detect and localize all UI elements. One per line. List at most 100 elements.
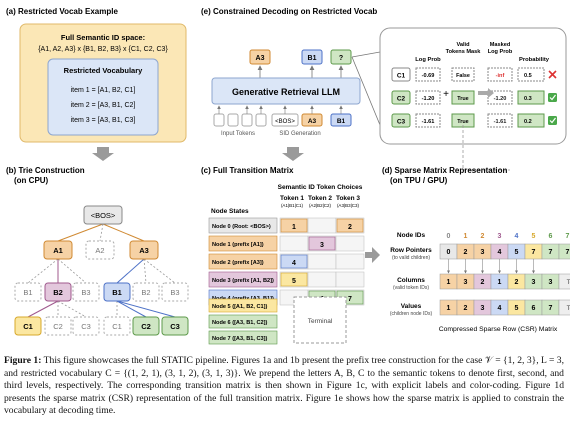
value-value: 2	[464, 305, 468, 312]
plus-icon: +	[443, 89, 449, 100]
transition-row: Node 6 ([A3, B1, C2])	[208, 314, 278, 329]
row-pointer-value: 5	[515, 249, 519, 256]
row-pointers-sub: (to valid children)	[392, 255, 430, 261]
panel-c-title: (c) Full Transition Matrix	[201, 166, 294, 175]
row-group-label: Node States	[211, 208, 249, 215]
column-value: 1	[447, 279, 451, 286]
matrix-cell	[307, 253, 337, 270]
input-token	[255, 113, 267, 127]
token-header: Token 1	[280, 195, 304, 202]
mask-cell	[451, 67, 475, 82]
prob-cell	[517, 90, 545, 105]
token-header-sub: (A2|B2|C2)	[309, 203, 332, 208]
row-label-box	[208, 217, 278, 234]
row-label: Node 2 (prefix [A3])	[212, 260, 264, 266]
columns-label: Columns	[397, 277, 425, 284]
csr-footer: Compressed Sparse Row (CSR) Matrix	[439, 326, 558, 333]
matrix-cell-value: 2	[348, 224, 352, 231]
candidate-token-label: C2	[397, 96, 406, 103]
matrix-cell-value: 7	[348, 296, 352, 303]
row-pointer-value: 0	[447, 249, 451, 256]
row-label-box	[208, 235, 278, 252]
cross-icon	[548, 70, 557, 79]
sid-generation-label: SID Generation	[279, 131, 320, 137]
trie-root-node	[83, 205, 123, 225]
terminal-cell	[558, 299, 570, 316]
token-headers: Token 1 (A1|B1|C1) Token 2 (A2|B2|C2) To…	[280, 195, 360, 208]
column-value: 3	[464, 279, 468, 286]
trie-node-label: A1	[53, 246, 63, 255]
trie-node-b2	[44, 282, 72, 302]
value-value: 1	[447, 305, 451, 312]
terminal-cell-label: Terminal	[567, 306, 570, 312]
transition-row: Node 2 (prefix [A3])	[208, 253, 278, 270]
transition-row: Node 1 (prefix [A1])	[208, 235, 278, 252]
row-label: Node 0 (Root: <BOS>)	[212, 224, 271, 230]
zoom-connector	[351, 51, 381, 58]
trie-node-label: B2	[53, 288, 63, 297]
caption-label: Figure 1:	[4, 355, 42, 366]
trie-node-label: C1	[112, 322, 122, 331]
trie-node-label: C2	[53, 322, 63, 331]
mask-cell	[451, 90, 475, 105]
column-value: 2	[515, 279, 519, 286]
trie-node-b1-a3	[103, 282, 131, 302]
terminal-box	[293, 296, 347, 344]
values-sub: (children node IDs)	[390, 311, 433, 317]
matrix-cell-value: 3	[320, 242, 324, 249]
output-token-label: A3	[256, 55, 265, 62]
header-probability: Probability	[519, 57, 550, 63]
terminal-cell	[558, 273, 570, 290]
token-header-sub: (A1|B1|C1)	[281, 203, 304, 208]
row-pointer-value: 7	[532, 249, 536, 256]
caption-line: explicit labels and color-coding. Figure…	[4, 380, 564, 404]
output-token	[301, 49, 323, 65]
row-pointer-value: 7	[566, 249, 570, 256]
prob-value: 0.5	[524, 73, 532, 79]
caption-line: to denote first, second, and third level…	[4, 367, 564, 392]
trie-node-label: C3	[81, 322, 91, 331]
column-value: 3	[549, 279, 553, 286]
value-value: 3	[481, 305, 485, 312]
log-prob-value: -1.20	[422, 96, 435, 102]
candidate-token	[391, 113, 411, 128]
matrix-cell-value: 4	[292, 260, 296, 267]
masked-value: -1.20	[494, 96, 507, 102]
trie-node-c1	[14, 316, 42, 336]
node-ids-label: Node IDs	[397, 232, 426, 239]
restricted-item: item 2 = [A3, B1, C2]	[71, 102, 136, 109]
node-id: 2	[481, 233, 485, 240]
matrix-filled-cell	[280, 254, 308, 269]
output-token-label: ?	[339, 55, 343, 62]
input-token	[227, 113, 239, 127]
trie-root-label: <BOS>	[91, 211, 116, 220]
row-label-box	[208, 271, 278, 288]
down-arrow-icon	[92, 147, 114, 161]
caption-line: 1e shows how the sparse matrix is applie…	[4, 392, 564, 417]
matrix-cell	[335, 253, 365, 270]
masked-value: -1.61	[494, 119, 507, 125]
matrix-filled-cell	[336, 218, 364, 233]
mask-value: True	[457, 96, 468, 102]
check-mark	[549, 94, 556, 101]
caption-line: This figure showcases the full STATIC pi…	[43, 355, 483, 366]
log-prob-value: -1.61	[422, 119, 435, 125]
trie-node-label: B3	[170, 288, 179, 297]
trie-node-c2-b1	[132, 316, 160, 336]
trie-node-label: B3	[81, 288, 90, 297]
panel-e-title: (e) Constrained Decoding on Restricted V…	[201, 7, 377, 16]
row-label-box	[208, 314, 278, 329]
node-id: 7	[566, 233, 570, 240]
terminal-label: Terminal	[308, 318, 333, 325]
row-pointer-cell	[558, 243, 570, 260]
trie-node-label: B1	[23, 288, 32, 297]
csr-matrix: 0123456702345777713212331234567TerminalT…	[439, 233, 570, 316]
row-label-box	[208, 330, 278, 345]
trie-node-label: A2	[95, 246, 104, 255]
right-arrow-icon	[365, 247, 380, 263]
values-label: Values	[401, 303, 422, 310]
trie-node-b3-a3	[161, 282, 189, 302]
columns-sub: (valid token IDs)	[393, 285, 429, 291]
matrix-cell	[335, 271, 365, 288]
